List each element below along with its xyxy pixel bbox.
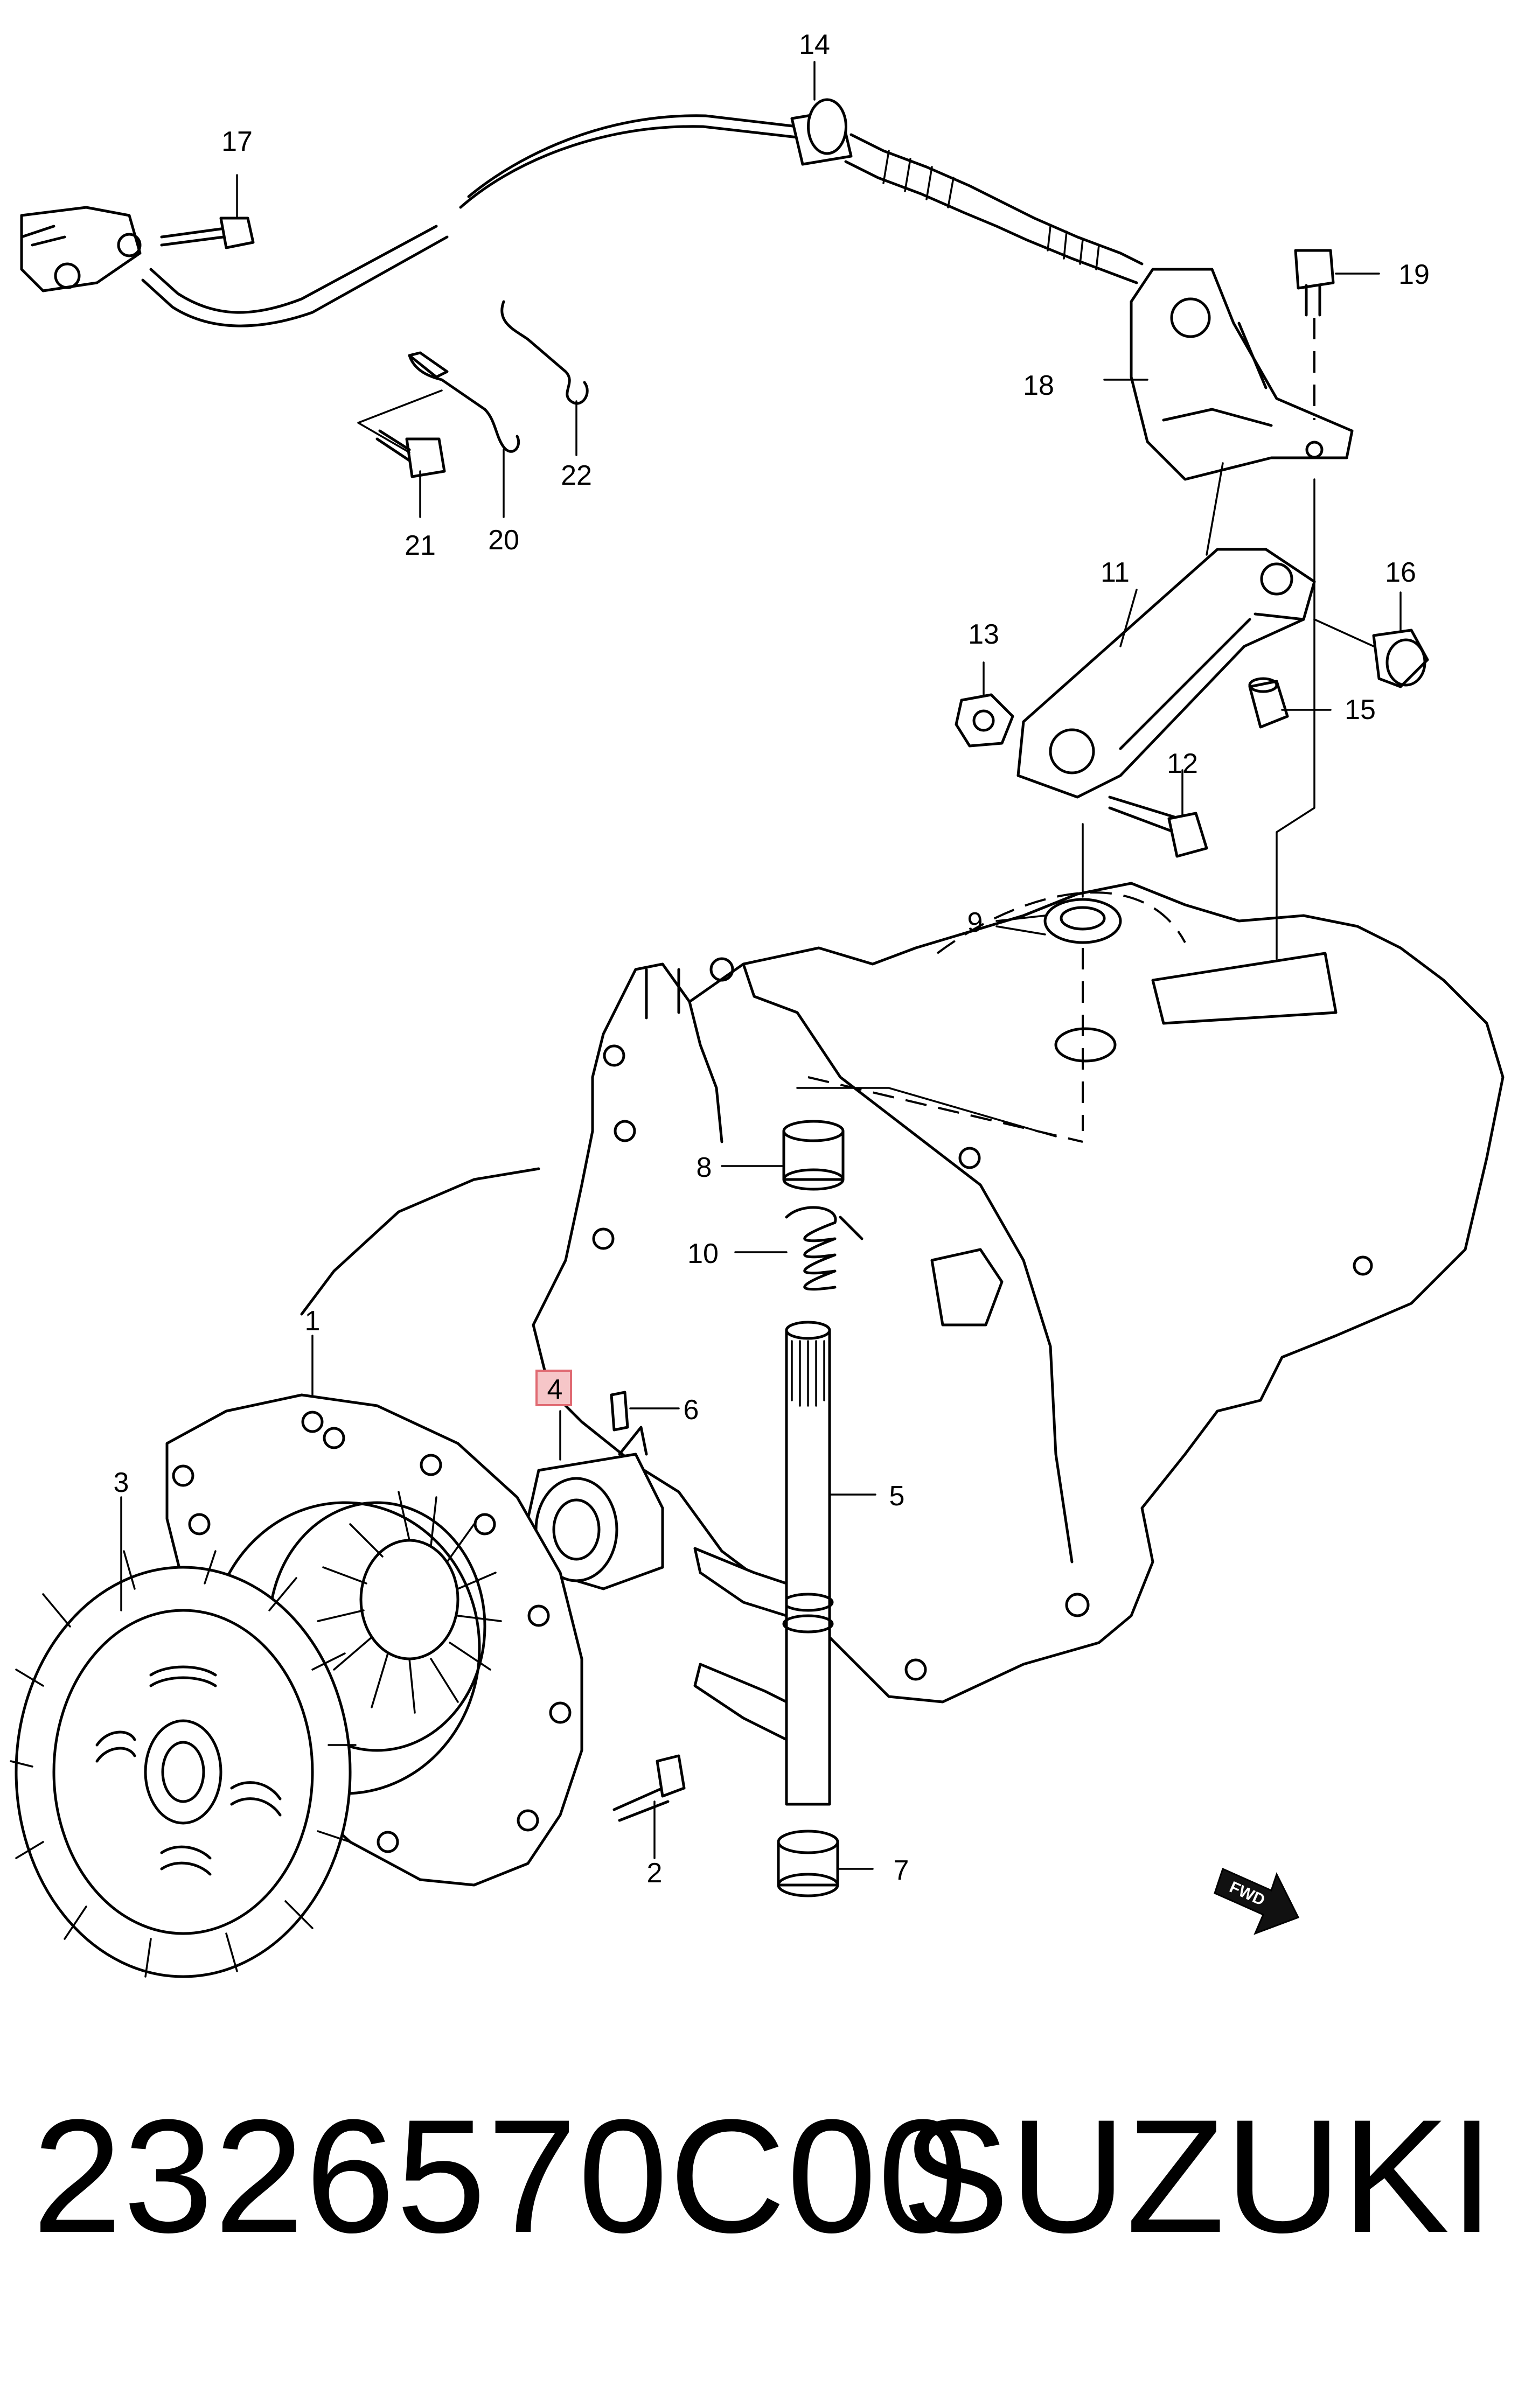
bushing-7 bbox=[777, 1830, 874, 1897]
callout-12: 12 bbox=[1167, 748, 1198, 779]
callout-4-highlight bbox=[535, 1370, 572, 1406]
spring-10 bbox=[734, 1206, 864, 1291]
callout-10: 10 bbox=[687, 1238, 719, 1269]
bolt-21 bbox=[357, 389, 446, 518]
callout-18: 18 bbox=[1023, 370, 1054, 401]
callout-3: 3 bbox=[114, 1467, 129, 1498]
callout-15: 15 bbox=[1345, 694, 1376, 725]
callout-7: 7 bbox=[894, 1855, 909, 1886]
callout-20: 20 bbox=[488, 525, 519, 556]
callout-21: 21 bbox=[405, 530, 436, 561]
nut-13 bbox=[955, 661, 1014, 748]
callout-16: 16 bbox=[1385, 557, 1416, 588]
lever-to-case-line bbox=[1276, 478, 1315, 960]
transmission-case bbox=[300, 882, 1505, 1704]
exploded-parts-diagram: FWD 1 2 3 4 5 6 7 8 9 10 11 12 13 14 15 … bbox=[10, 29, 1505, 1978]
pin-6 bbox=[610, 1391, 680, 1432]
bolt-17 bbox=[160, 174, 255, 249]
shift-shaft-5 bbox=[693, 1321, 876, 1806]
fwd-arrow-icon: FWD bbox=[1214, 1867, 1300, 1935]
callout-4: 4 bbox=[547, 1374, 563, 1405]
clip-22 bbox=[500, 300, 589, 456]
callout-22: 22 bbox=[561, 460, 592, 491]
callout-labels: 1 2 3 4 5 6 7 8 9 10 11 12 13 14 15 16 1… bbox=[114, 29, 1430, 1889]
bushing-8 bbox=[721, 1120, 845, 1191]
bush-16 bbox=[1313, 591, 1429, 688]
callout-9: 9 bbox=[967, 907, 983, 938]
bolt-2 bbox=[612, 1754, 686, 1859]
callout-13: 13 bbox=[968, 619, 999, 650]
footer bbox=[0, 2004, 1532, 2408]
bolt-12 bbox=[1108, 769, 1208, 858]
oil-seal-9 bbox=[995, 823, 1122, 1131]
release-bearing-4 bbox=[526, 1410, 664, 1590]
callout-17: 17 bbox=[221, 126, 253, 157]
callout-11: 11 bbox=[1101, 557, 1130, 588]
callout-2: 2 bbox=[647, 1858, 663, 1889]
release-lever-11 bbox=[1016, 548, 1316, 799]
bolt-19 bbox=[1294, 249, 1380, 420]
part-number: 2326570C00 bbox=[32, 2085, 969, 2266]
clutch-disc-3 bbox=[10, 1496, 357, 1978]
bracket-18 bbox=[1103, 268, 1354, 481]
brand-name: SUZUKI bbox=[901, 2085, 1494, 2266]
clutch-cable bbox=[20, 98, 1144, 327]
callout-1: 1 bbox=[305, 1306, 321, 1337]
callout-8: 8 bbox=[697, 1152, 712, 1183]
clip-20 bbox=[408, 351, 520, 518]
callout-14: 14 bbox=[799, 29, 830, 60]
bracket-to-lever-line bbox=[1206, 462, 1224, 556]
callout-6: 6 bbox=[684, 1394, 699, 1426]
callout-5: 5 bbox=[889, 1481, 905, 1512]
callout-19: 19 bbox=[1398, 259, 1430, 290]
pin-15 bbox=[1248, 677, 1332, 729]
